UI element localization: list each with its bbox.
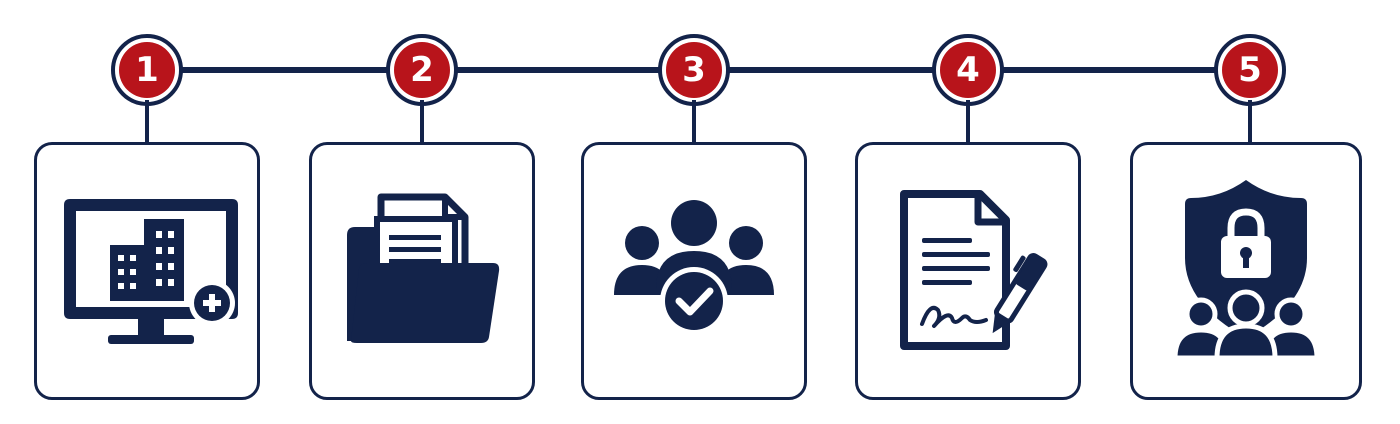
shield-lock-people-icon	[1172, 180, 1320, 361]
monitor-building-add-icon	[64, 199, 238, 344]
step-3: 3	[581, 0, 807, 424]
step-connector	[966, 100, 970, 144]
group-approved-icon	[614, 200, 774, 335]
step-badge-5: 5	[1214, 34, 1286, 106]
step-connector	[1248, 100, 1252, 144]
step-4: 4	[855, 0, 1081, 424]
step-connector	[145, 100, 149, 144]
step-number: 2	[410, 50, 434, 90]
step-number: 5	[1238, 50, 1262, 90]
step-connector	[692, 100, 696, 144]
step-badge-fill: 1	[119, 42, 175, 98]
step-card-1	[34, 142, 260, 400]
step-card-3	[581, 142, 807, 400]
step-number: 3	[682, 50, 706, 90]
step-badge-1: 1	[111, 34, 183, 106]
step-2: 2	[309, 0, 535, 424]
step-badge-fill: 2	[394, 42, 450, 98]
step-badge-fill: 3	[666, 42, 722, 98]
step-number: 1	[135, 50, 159, 90]
step-badge-2: 2	[386, 34, 458, 106]
document-signature-icon	[900, 190, 1048, 350]
step-badge-4: 4	[932, 34, 1004, 106]
step-connector	[420, 100, 424, 144]
step-1: 1	[34, 0, 260, 424]
step-badge-fill: 5	[1222, 42, 1278, 98]
step-number: 4	[956, 50, 980, 90]
step-card-4	[855, 142, 1081, 400]
step-card-2	[309, 142, 535, 400]
step-badge-3: 3	[658, 34, 730, 106]
step-badge-fill: 4	[940, 42, 996, 98]
step-5: 5	[1130, 0, 1362, 424]
folder-documents-icon	[347, 193, 500, 343]
step-card-5	[1130, 142, 1362, 400]
